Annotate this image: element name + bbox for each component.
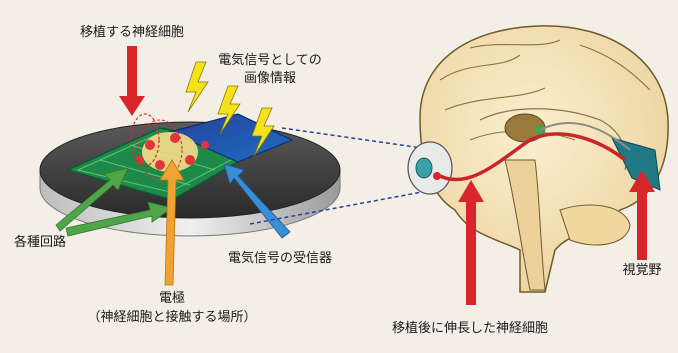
label-electrode-note: （神経細胞と接触する場所） <box>87 309 256 325</box>
lightning-icon <box>186 62 208 112</box>
label-electrode: 電極 <box>159 290 185 306</box>
label-transplanted-neuron: 移植する神経細胞 <box>80 25 184 40</box>
label-receiver: 電気信号の受信器 <box>228 250 332 266</box>
brain-illustration <box>408 26 668 292</box>
eye-iris <box>416 158 432 178</box>
label-visual-cortex: 視覚野 <box>622 263 661 278</box>
implant-device <box>40 114 340 236</box>
arrow-extended-neuron <box>458 180 484 305</box>
label-image-info-line1: 電気信号としての <box>218 52 322 68</box>
label-extended-neuron: 移植後に伸長した神経細胞 <box>392 321 548 336</box>
label-image-info-line2: 画像情報 <box>244 71 296 86</box>
arrow-transplanted-neuron <box>119 46 145 116</box>
eye-implant <box>433 172 441 180</box>
label-circuits: 各種回路 <box>14 234 66 250</box>
cerebellum <box>560 205 630 245</box>
